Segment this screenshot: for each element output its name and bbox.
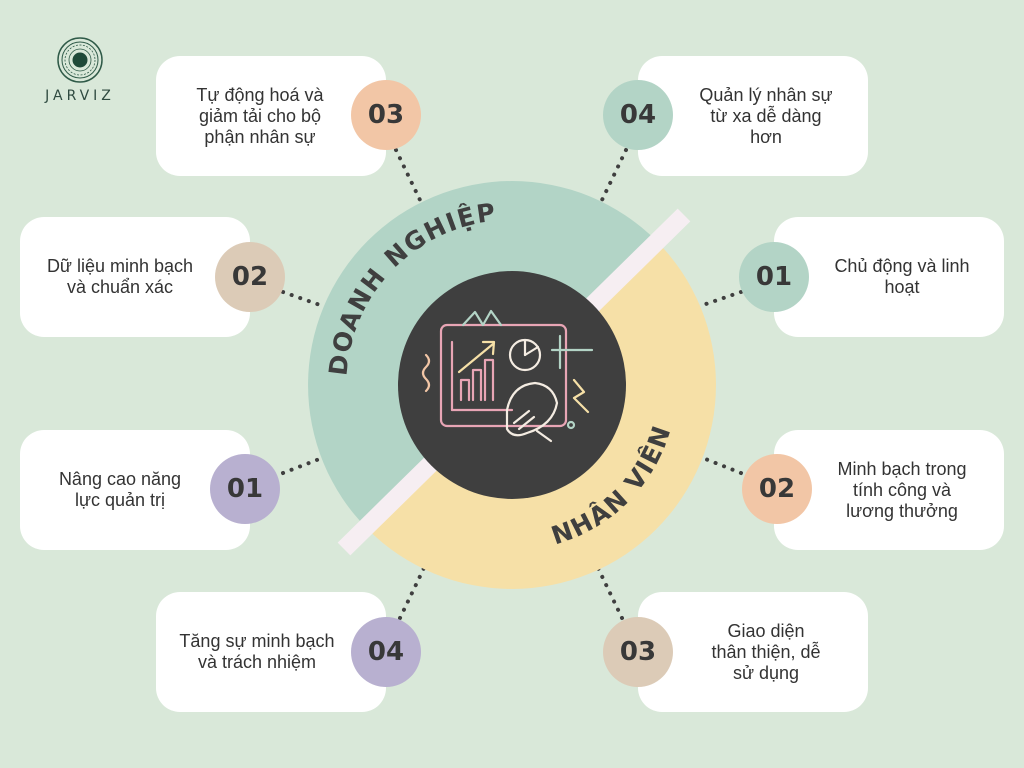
nhan-vien-card-03: Giao diện thân thiện, dễ sử dụng — [638, 592, 868, 712]
card-text: Minh bạch trong tính công và lương thưởn… — [837, 458, 967, 521]
card-text: Tự động hoá và giảm tải cho bộ phận nhân… — [196, 84, 324, 147]
connector-doanh-nghiep-04 — [398, 566, 426, 620]
nhan-vien-card-02: Minh bạch trong tính công và lương thưởn… — [774, 430, 1004, 550]
card-text: Tăng sự minh bạch và trách nhiệm — [179, 631, 335, 672]
card-text: Dữ liệu minh bạch và chuẩn xác — [46, 256, 194, 297]
number-badge-nhan-vien-02: 02 — [742, 454, 812, 524]
doanh-nghiep-card-02: Dữ liệu minh bạch và chuẩn xác — [20, 217, 250, 337]
number-badge-nhan-vien-03: 03 — [603, 617, 673, 687]
connector-doanh-nghiep-02 — [281, 290, 322, 307]
connector-nhan-vien-04 — [600, 148, 628, 202]
card-text: Quản lý nhân sự từ xa dễ dàng hơn — [699, 84, 833, 147]
number-badge-nhan-vien-01: 01 — [739, 242, 809, 312]
connector-doanh-nghiep-01 — [281, 456, 324, 475]
connector-nhan-vien-02 — [701, 456, 743, 475]
brand-name: JARVIZ — [45, 88, 115, 104]
number-badge-doanh-nghiep-03: 03 — [351, 80, 421, 150]
number-badge-doanh-nghiep-02: 02 — [215, 242, 285, 312]
jarviz-logo-icon — [57, 37, 103, 83]
doanh-nghiep-card-04: Tăng sự minh bạch và trách nhiệm — [156, 592, 386, 712]
connector-nhan-vien-03 — [596, 566, 624, 620]
number-badge-doanh-nghiep-01: 01 — [210, 454, 280, 524]
card-text: Chủ động và linh hoạt — [834, 256, 970, 297]
connector-lines — [281, 148, 743, 620]
center-hub — [398, 271, 626, 499]
connector-doanh-nghiep-03 — [394, 148, 422, 202]
doanh-nghiep-card-03: Tự động hoá và giảm tải cho bộ phận nhân… — [156, 56, 386, 176]
connector-nhan-vien-01 — [701, 290, 743, 307]
card-text: Nâng cao năng lực quản trị — [58, 469, 182, 510]
number-badge-doanh-nghiep-04: 04 — [351, 617, 421, 687]
card-text: Giao diện thân thiện, dễ sử dụng — [711, 620, 821, 683]
brand-logo: JARVIZ — [40, 36, 120, 104]
nhan-vien-card-04: Quản lý nhân sự từ xa dễ dàng hơn — [638, 56, 868, 176]
analytics-dashboard-icon — [421, 309, 594, 443]
number-badge-nhan-vien-04: 04 — [603, 80, 673, 150]
nhan-vien-card-01: Chủ động và linh hoạt — [774, 217, 1004, 337]
